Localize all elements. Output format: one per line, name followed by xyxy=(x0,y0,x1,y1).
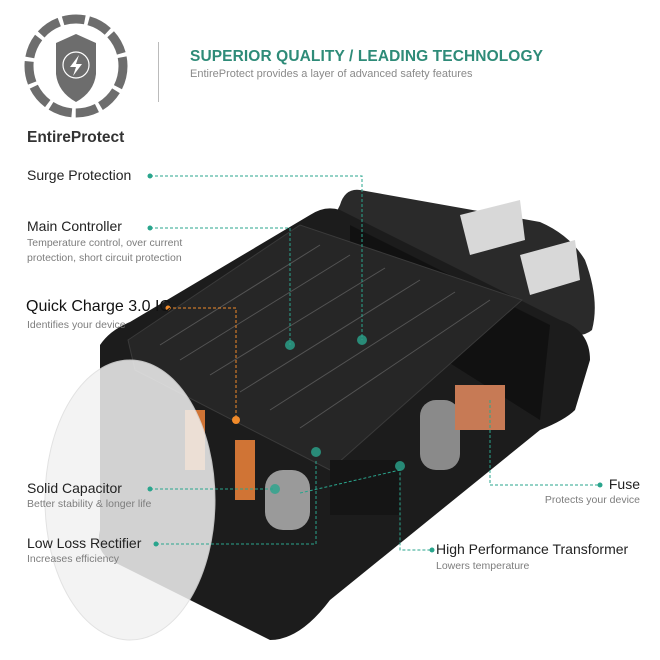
fuse-desc: Protects your device xyxy=(544,494,640,506)
quick-charge-desc: Identifies your device xyxy=(27,319,126,331)
callout-dots xyxy=(147,173,603,553)
shield-logo-icon xyxy=(24,14,128,118)
solid-capacitor-desc: Better stability & longer life xyxy=(27,498,152,510)
transformer-desc: Lowers temperature xyxy=(436,560,530,572)
header-divider xyxy=(158,42,159,102)
rectifier-desc: Increases efficiency xyxy=(27,553,120,565)
rectifier-label: Low Loss Rectifier xyxy=(27,535,142,551)
main-controller-desc-2: protection, short circuit protection xyxy=(27,252,182,264)
transformer-label: High Performance Transformer xyxy=(436,541,629,557)
charger-body xyxy=(44,189,595,641)
surge-protection-label: Surge Protection xyxy=(27,167,132,183)
main-controller-label: Main Controller xyxy=(27,218,122,234)
page-subtitle: EntireProtect provides a layer of advanc… xyxy=(190,68,473,80)
page-title: SUPERIOR QUALITY / LEADING TECHNOLOGY xyxy=(190,48,544,65)
main-controller-desc-1: Temperature control, over current xyxy=(27,237,183,249)
solid-capacitor-label: Solid Capacitor xyxy=(27,480,122,496)
brand-name: EntireProtect xyxy=(27,129,125,146)
fuse-label: Fuse xyxy=(608,476,640,492)
quick-charge-label: Quick Charge 3.0 IC xyxy=(26,298,171,315)
callout-lines xyxy=(150,175,600,551)
